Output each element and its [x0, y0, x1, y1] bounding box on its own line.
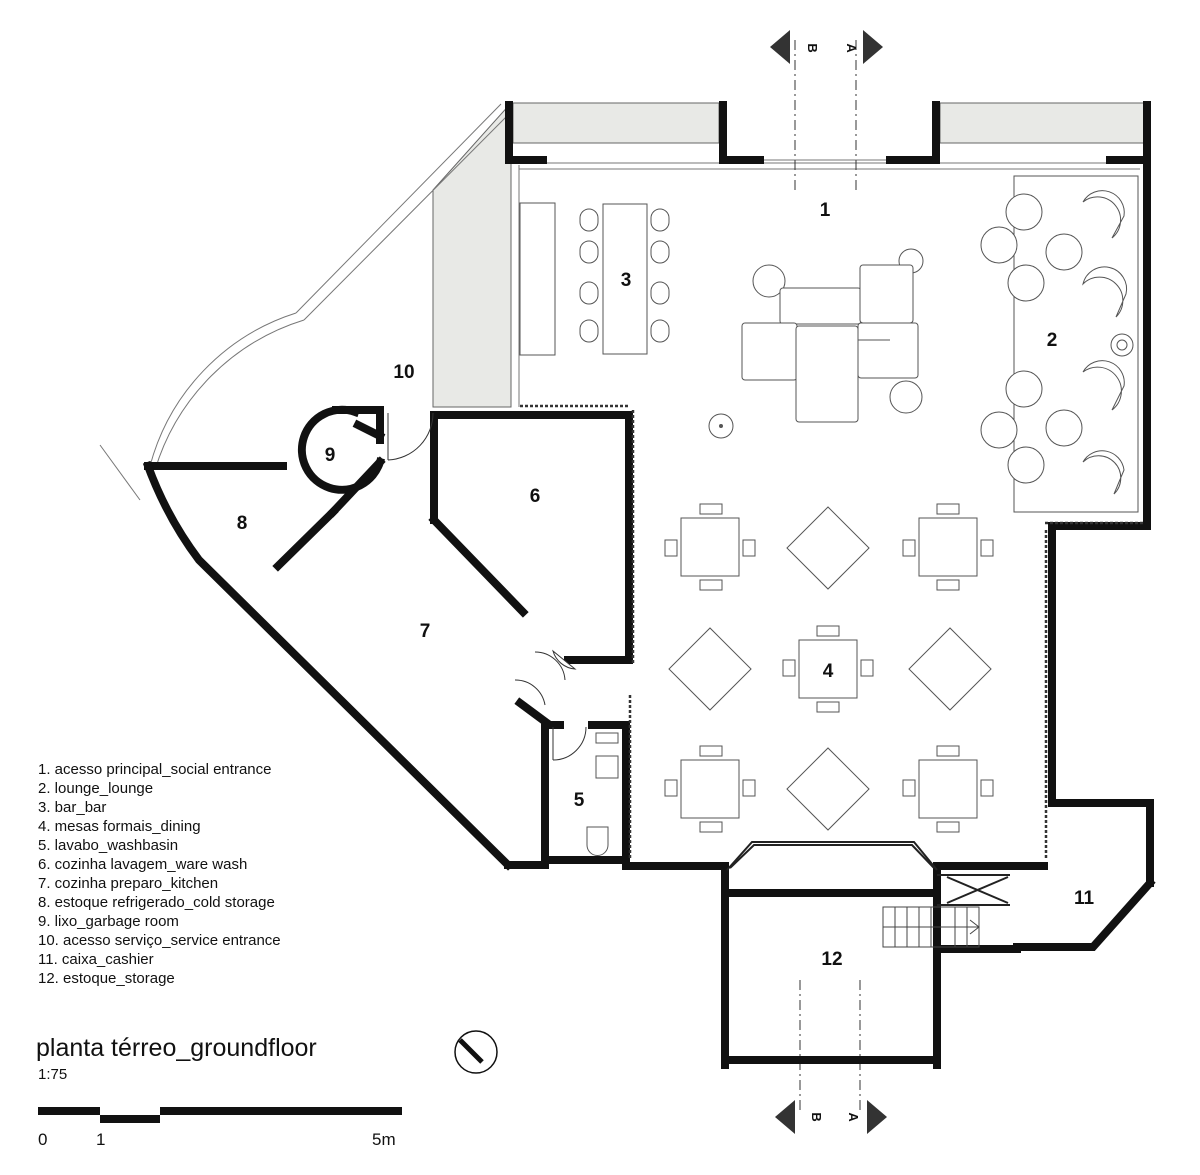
- room-label: 10: [393, 362, 414, 383]
- glazing-areas: [432, 101, 1145, 408]
- stairs: [882, 906, 980, 948]
- legend-item: 9. lixo_garbage room: [38, 913, 179, 930]
- curtains: [520, 404, 1145, 860]
- legend-item: 10. acesso serviço_service entrance: [38, 932, 281, 949]
- room-legend: 1. acesso principal_social entrance 2. l…: [38, 760, 281, 988]
- room-label: 8: [237, 513, 248, 534]
- lounge-sofas: [708, 248, 924, 439]
- legend-item: 5. lavabo_washbasin: [38, 837, 179, 854]
- section-label-b-bottom: B: [809, 1112, 824, 1121]
- scale-bar: [38, 1107, 402, 1123]
- walls: [142, 101, 1156, 1069]
- scale-label-0: 0: [38, 1130, 48, 1149]
- section-marker-icon: [775, 1100, 795, 1134]
- north-arrow-icon: [454, 1030, 498, 1074]
- section-marker-icon: [867, 1100, 887, 1134]
- lounge-tables: [980, 175, 1139, 513]
- legend-item: 4. mesas formais_dining: [38, 818, 201, 835]
- legend-item: 11. caixa_cashier: [38, 951, 154, 968]
- legend-item: 2. lounge_lounge: [38, 780, 154, 797]
- legend-item: 6. cozinha lavagem_ware wash: [38, 856, 248, 873]
- room-label: 5: [574, 790, 585, 811]
- plan-title: planta térreo_groundfloor: [36, 1034, 317, 1062]
- room-label: 4: [823, 661, 834, 682]
- scale-label-5m: 5m: [372, 1130, 396, 1149]
- legend-item: 12. estoque_storage: [38, 970, 175, 987]
- section-marker-icon: [863, 30, 883, 64]
- section-marker-bottom: B A: [775, 1100, 887, 1134]
- section-label-a-top: A: [844, 43, 859, 53]
- room-label: 1: [820, 200, 831, 221]
- scale-label-1: 1: [96, 1130, 106, 1149]
- room-numbers: 1 2 3 4 5 6 7 8 9 10 11 12: [237, 200, 1095, 970]
- room-label: 9: [325, 445, 336, 466]
- section-lines: [794, 40, 861, 1110]
- room-label: 6: [530, 486, 541, 507]
- room-label: 2: [1047, 330, 1058, 351]
- room-label: 3: [621, 270, 632, 291]
- doors: [387, 412, 587, 761]
- room-label: 11: [1074, 888, 1095, 909]
- washroom-fixtures: [586, 732, 619, 856]
- legend-item: 8. estoque refrigerado_cold storage: [38, 894, 275, 911]
- room-label: 7: [420, 621, 431, 642]
- dining-tables: [664, 503, 994, 833]
- legend-item: 7. cozinha preparo_kitchen: [38, 875, 219, 892]
- section-marker-icon: [770, 30, 790, 64]
- plan-scale: 1:75: [38, 1066, 68, 1083]
- bar-furniture: [519, 202, 670, 356]
- walls-thin: [726, 841, 1010, 906]
- legend-item: 3. bar_bar: [38, 799, 107, 816]
- room-label: 12: [821, 949, 842, 970]
- section-label-b-top: B: [805, 43, 820, 52]
- legend-item: 1. acesso principal_social entrance: [38, 761, 272, 778]
- section-marker-top: B A: [770, 30, 883, 64]
- section-label-a-bottom: A: [846, 1112, 861, 1122]
